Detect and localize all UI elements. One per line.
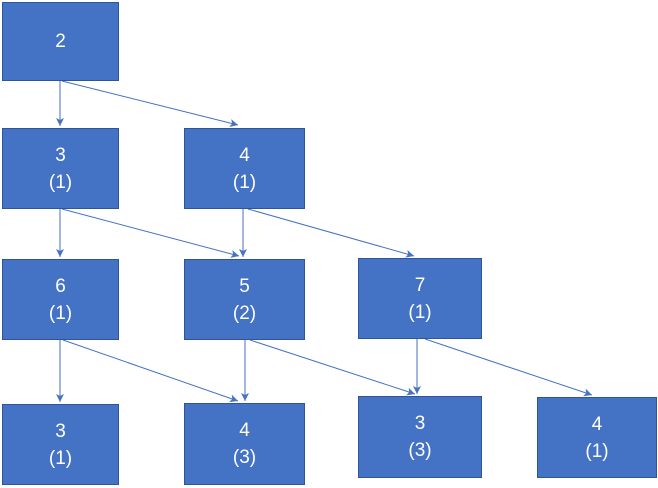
node-count: (1) [408, 301, 432, 323]
node-value: 3 [55, 420, 66, 442]
node-value: 3 [414, 413, 426, 434]
node-count: (2) [232, 302, 257, 324]
tree-node-l2-c: 7(1) [358, 258, 482, 339]
node-value: 2 [55, 31, 66, 52]
edge-n0-n2 [61, 80, 239, 127]
tree-node-l1-a: 3(1) [2, 128, 119, 209]
node-count: (1) [232, 171, 257, 193]
node-count: (1) [585, 440, 609, 462]
node-count: (1) [48, 171, 73, 193]
tree-node-root: 2 [2, 2, 119, 81]
edge-n4-n8 [249, 339, 416, 396]
node-count: (1) [48, 447, 73, 469]
edge-n3-n7 [62, 339, 239, 403]
node-value: 4 [239, 420, 250, 441]
node-value: 4 [239, 144, 250, 166]
tree-node-l2-a: 6(1) [2, 259, 119, 340]
edge-n5-n9 [424, 338, 593, 397]
node-count: (1) [48, 302, 73, 324]
edge-n2-n5 [247, 208, 415, 258]
node-count: (3) [232, 447, 257, 468]
tree-node-l3-b: 4(3) [184, 403, 305, 485]
tree-node-l2-b: 5(2) [184, 259, 305, 340]
tree-node-l3-a: 3(1) [2, 404, 119, 485]
edge-n1-n4 [61, 208, 240, 258]
node-value: 5 [239, 275, 250, 297]
node-value: 4 [591, 413, 603, 435]
node-value: 7 [414, 274, 426, 296]
node-value: 3 [55, 144, 66, 166]
tree-node-l3-c: 3(3) [358, 396, 482, 478]
node-value: 6 [55, 275, 66, 297]
tree-node-l3-d: 4(1) [537, 397, 657, 478]
tree-node-l1-b: 4(1) [184, 128, 305, 209]
node-count: (3) [408, 440, 432, 461]
